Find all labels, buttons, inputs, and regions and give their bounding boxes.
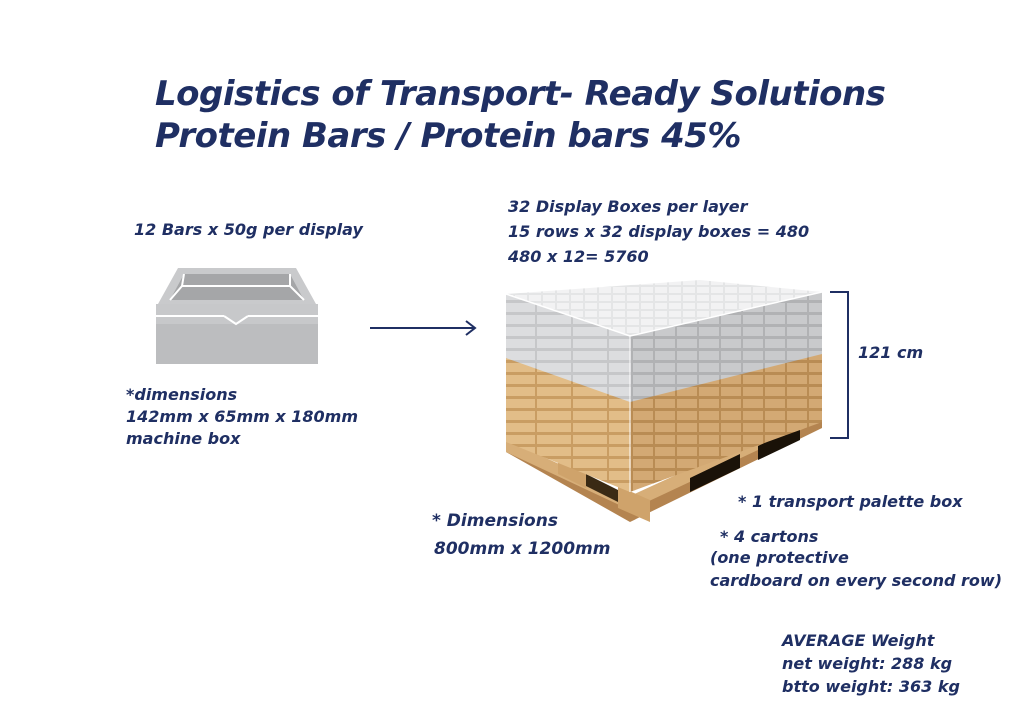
pallet-dimensions-size: 800mm x 1200mm	[434, 539, 611, 559]
pallet-layer-info: 32 Display Boxes per layer	[508, 197, 748, 216]
gross-weight: btto weight: 363 kg	[782, 677, 960, 696]
pallet-dimensions-heading: * Dimensions	[432, 511, 558, 531]
display-dimensions-type: machine box	[126, 429, 241, 448]
pallet-height-label: 121 cm	[858, 343, 924, 362]
display-dimensions-heading: *dimensions	[126, 385, 238, 404]
weight-heading: AVERAGE Weight	[782, 631, 935, 650]
page-subtitle: Protein Bars / Protein bars 45%	[155, 116, 741, 156]
pallet-note-protective: (one protective	[710, 548, 849, 567]
net-weight: net weight: 288 kg	[782, 654, 953, 673]
display-caption: 12 Bars x 50g per display	[134, 220, 363, 239]
pallet-rows-info: 15 rows x 32 display boxes = 480	[508, 222, 810, 241]
pallet-note-cartons: * 4 cartons	[720, 527, 819, 546]
pallet-total-info: 480 x 12= 5760	[508, 247, 649, 266]
pallet-note-cardboard: cardboard on every second row)	[710, 571, 1002, 590]
pallet-illustration	[505, 280, 823, 522]
display-dimensions-size: 142mm x 65mm x 180mm	[126, 407, 359, 426]
display-box-illustration	[156, 268, 318, 364]
arrow-right-icon	[370, 320, 477, 336]
pallet-note-transport-box: * 1 transport palette box	[738, 492, 963, 511]
page-title: Logistics of Transport- Ready Solutions	[155, 74, 886, 114]
height-bracket	[830, 291, 849, 439]
